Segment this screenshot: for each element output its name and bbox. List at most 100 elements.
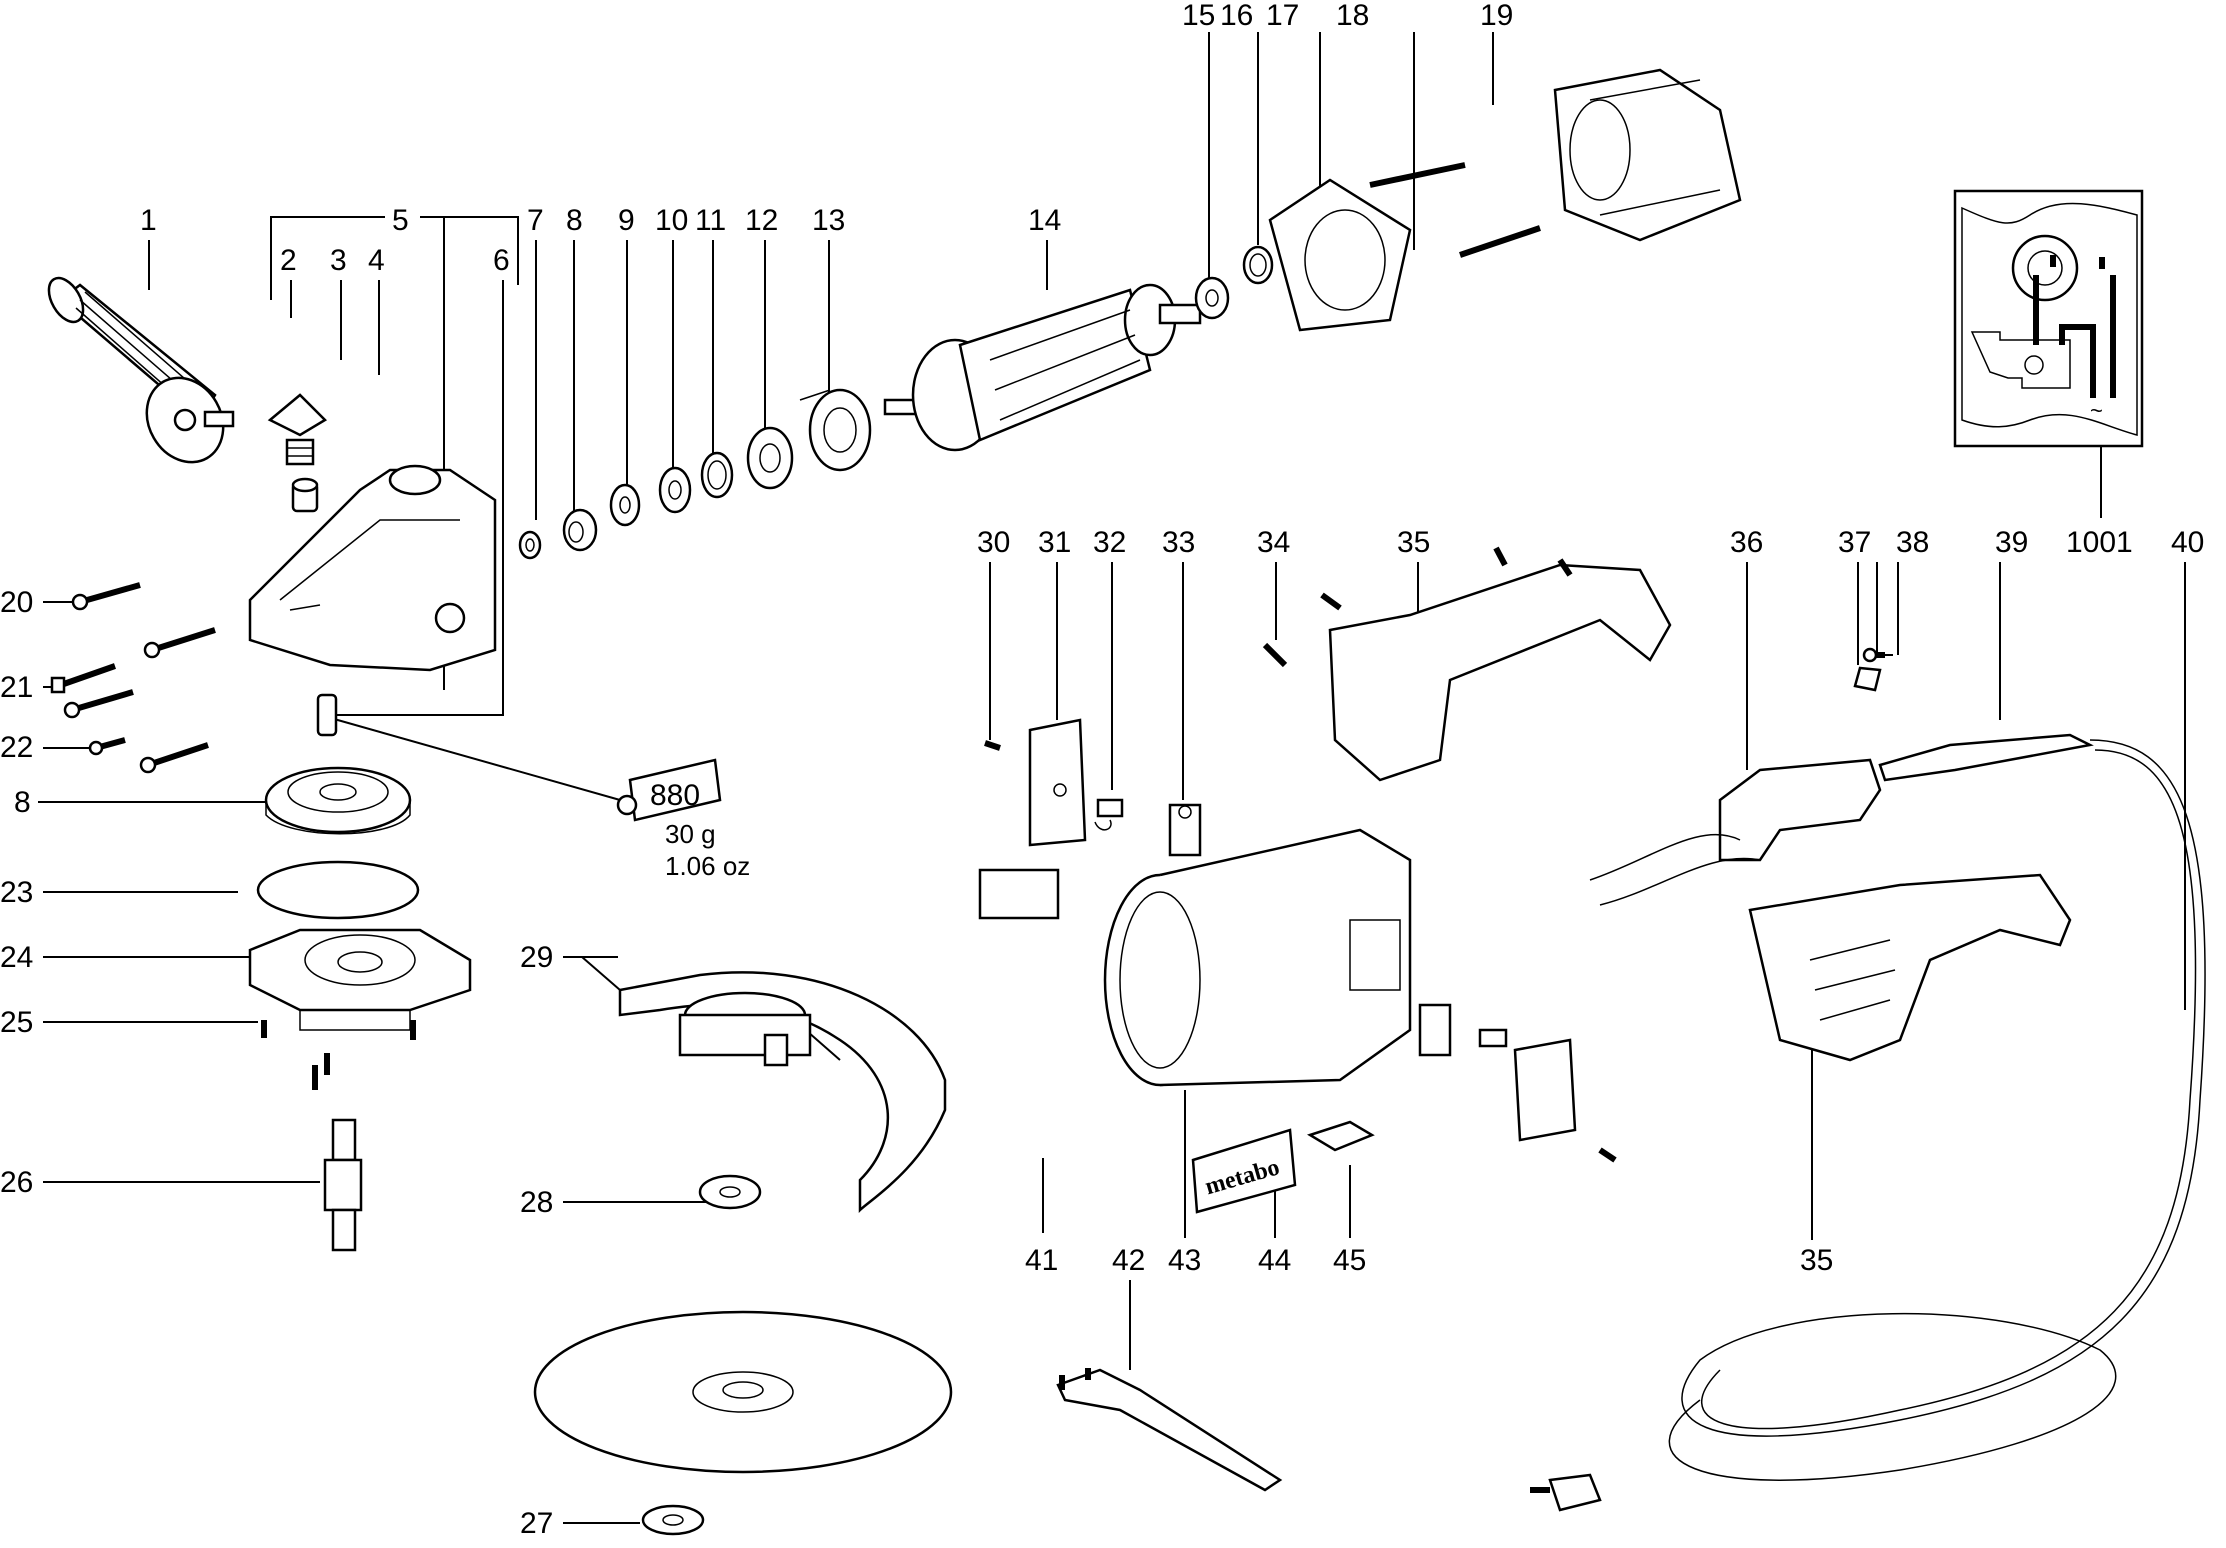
- label-11: 11: [695, 204, 726, 237]
- part-3-spring[interactable]: [285, 438, 315, 466]
- label-35b: 35: [1800, 1244, 1833, 1277]
- part-26-spindle[interactable]: [323, 1118, 363, 1252]
- label-22: 22: [0, 731, 33, 764]
- grease-tube: 880 30 g 1.06 oz: [616, 758, 750, 881]
- grease-code: 880: [650, 779, 700, 812]
- grease-weight-g: 30 g: [665, 819, 716, 849]
- label-14: 14: [1028, 204, 1061, 237]
- part-13-bearing-plate[interactable]: [799, 388, 872, 472]
- part-39-40-power-cable[interactable]: [1530, 733, 2206, 1512]
- label-10: 10: [655, 204, 688, 237]
- label-29: 29: [520, 941, 553, 974]
- part-9-washer[interactable]: [609, 483, 641, 527]
- part-28-flange[interactable]: [698, 1174, 762, 1210]
- grease-weight-oz: 1.06 oz: [665, 851, 750, 881]
- part-35-handle-half[interactable]: [1320, 546, 1672, 782]
- part-22-screws[interactable]: [88, 737, 209, 774]
- part-29-wheel-guard[interactable]: [618, 971, 947, 1214]
- label-21: 21: [0, 671, 33, 704]
- label-39: 39: [1995, 526, 2028, 559]
- label-13: 13: [812, 204, 845, 237]
- label-4: 4: [368, 244, 385, 277]
- part-10-washer[interactable]: [658, 466, 692, 514]
- label-1001: 1001: [2066, 526, 2133, 559]
- label-16: 16: [1220, 0, 1253, 32]
- label-30: 30: [977, 526, 1010, 559]
- part-5-gear-housing[interactable]: [248, 464, 497, 672]
- label-28: 28: [520, 1186, 553, 1219]
- part-36-switch[interactable]: [1589, 758, 1882, 906]
- part-17-baffle[interactable]: [1268, 178, 1412, 332]
- part-35-handle-cover[interactable]: [1748, 873, 2072, 1062]
- label-33: 33: [1162, 526, 1195, 559]
- part-8-bevel-gear[interactable]: [264, 766, 412, 835]
- part-1-side-handle[interactable]: [42, 272, 238, 476]
- label-19: 19: [1480, 0, 1513, 32]
- part-32-carbon-brush[interactable]: [1094, 798, 1124, 831]
- part-4-nut[interactable]: [291, 477, 319, 513]
- label-27: 27: [520, 1507, 553, 1540]
- part-8-bearing[interactable]: [562, 508, 598, 552]
- part-23-o-ring[interactable]: [256, 860, 420, 920]
- label-42: 42: [1112, 1244, 1145, 1277]
- part-19-field-coil[interactable]: [1553, 68, 1742, 242]
- part-12-ball-bearing[interactable]: [746, 426, 794, 490]
- part-42-spanner-wrench[interactable]: [1056, 1368, 1283, 1492]
- wiring-diagram-inset: ~: [1953, 189, 2144, 448]
- label-25: 25: [0, 1006, 33, 1039]
- part-38-screw[interactable]: [1862, 647, 1885, 663]
- label-6: 6: [493, 244, 510, 277]
- label-44: 44: [1258, 1244, 1291, 1277]
- label-5: 5: [392, 204, 409, 237]
- part-25-screws[interactable]: [261, 1020, 416, 1090]
- part-34-screw[interactable]: [1262, 642, 1288, 668]
- label-40: 40: [2171, 526, 2204, 559]
- part-brush-set-right: [1418, 1003, 1617, 1163]
- label-36: 36: [1730, 526, 1763, 559]
- part-33-brush-holder[interactable]: [1168, 803, 1202, 857]
- part-21-screws[interactable]: [50, 663, 134, 719]
- label-45: 45: [1333, 1244, 1366, 1277]
- label-7: 7: [527, 204, 544, 237]
- label-34: 34: [1257, 526, 1290, 559]
- label-37: 37: [1838, 526, 1871, 559]
- part-14-armature[interactable]: [883, 283, 1202, 452]
- label-9: 9: [618, 204, 635, 237]
- label-15: 15: [1182, 0, 1215, 32]
- leader-lines: [38, 32, 2186, 1524]
- label-8b: 8: [14, 786, 31, 819]
- label-2: 2: [280, 244, 297, 277]
- part-30-screw[interactable]: [984, 740, 1001, 751]
- label-17: 17: [1266, 0, 1299, 32]
- part-27-clamping-nut[interactable]: [641, 1504, 705, 1536]
- label-24: 24: [0, 941, 33, 974]
- part-2-cap[interactable]: [267, 393, 328, 437]
- grinding-disc: [533, 1310, 953, 1474]
- label-3: 3: [330, 244, 347, 277]
- label-20: 20: [0, 586, 33, 619]
- part-41-label-plate[interactable]: [978, 868, 1060, 920]
- part-18-screws[interactable]: [1369, 162, 1541, 258]
- part-37-clip[interactable]: [1853, 666, 1882, 692]
- part-43-motor-housing[interactable]: [1103, 828, 1412, 1087]
- part-11-ring[interactable]: [700, 451, 734, 499]
- part-44-brand-label[interactable]: metabo: [1191, 1128, 1297, 1214]
- part-7-bushing[interactable]: [518, 530, 542, 560]
- part-31-brush-cover[interactable]: [1028, 718, 1087, 847]
- part-20-screws[interactable]: [71, 582, 216, 659]
- label-1: 1: [140, 204, 157, 237]
- label-38: 38: [1896, 526, 1929, 559]
- ac-symbol: ~: [2090, 398, 2103, 423]
- part-6-pin[interactable]: [316, 693, 338, 737]
- label-26: 26: [0, 1166, 33, 1199]
- part-24-bearing-flange[interactable]: [248, 928, 472, 1031]
- part-16-sleeve[interactable]: [1242, 245, 1274, 285]
- label-18: 18: [1336, 0, 1369, 32]
- label-43: 43: [1168, 1244, 1201, 1277]
- label-8: 8: [566, 204, 583, 237]
- label-35: 35: [1397, 526, 1430, 559]
- part-45-small-label[interactable]: [1307, 1120, 1375, 1152]
- part-15-bearing[interactable]: [1194, 276, 1230, 320]
